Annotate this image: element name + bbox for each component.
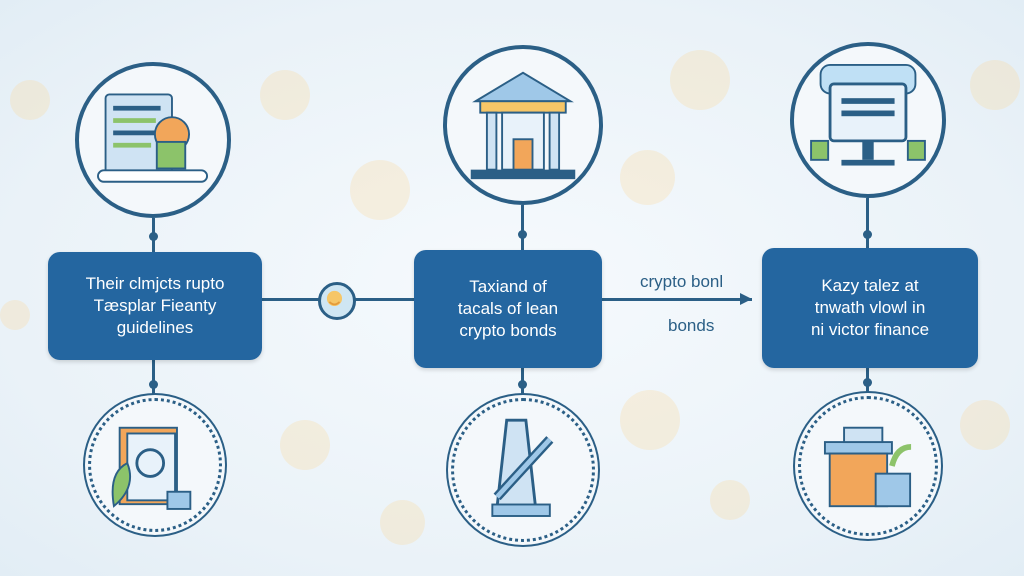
step-text: Taxiand of <box>469 277 547 296</box>
book-leaf-icon <box>88 398 222 532</box>
step-text: crypto bonds <box>459 321 557 340</box>
step-box-2: Taxiand of tacals of lean crypto bonds <box>414 250 602 368</box>
step-text: tacals of lean <box>457 299 559 318</box>
step-text: Their clmjcts rupto <box>85 274 225 293</box>
connector-dot <box>149 380 158 389</box>
connector-dot <box>149 232 158 241</box>
tower-wrench-icon <box>451 398 595 542</box>
connector-line <box>152 360 155 398</box>
coin-medallion-icon <box>318 282 356 320</box>
connector-dot <box>863 378 872 387</box>
connector-dot <box>518 230 527 239</box>
step-text: tnwath vlowl in <box>814 298 926 317</box>
connector-line <box>866 198 869 248</box>
connector-label-top: crypto bonl <box>640 272 724 291</box>
bank-building-icon <box>443 45 603 205</box>
connector-line <box>521 205 524 250</box>
archive-box-icon <box>798 396 938 536</box>
connector-line <box>602 298 752 301</box>
connector-dot <box>518 380 527 389</box>
step-box-3: Kazy talez at tnwath vlowl in ni victor fi… <box>762 248 978 368</box>
connector-label-bottom: bonds <box>668 316 715 335</box>
step-text: guidelines <box>116 318 194 337</box>
step-text: Kazy talez at <box>821 276 919 295</box>
step-text: Tæsplar Fieanty <box>93 296 217 315</box>
monitor-chair-icon <box>790 42 946 198</box>
connector-dot <box>863 230 872 239</box>
step-text: ni victor finance <box>810 320 930 339</box>
document-coin-icon <box>75 62 231 218</box>
